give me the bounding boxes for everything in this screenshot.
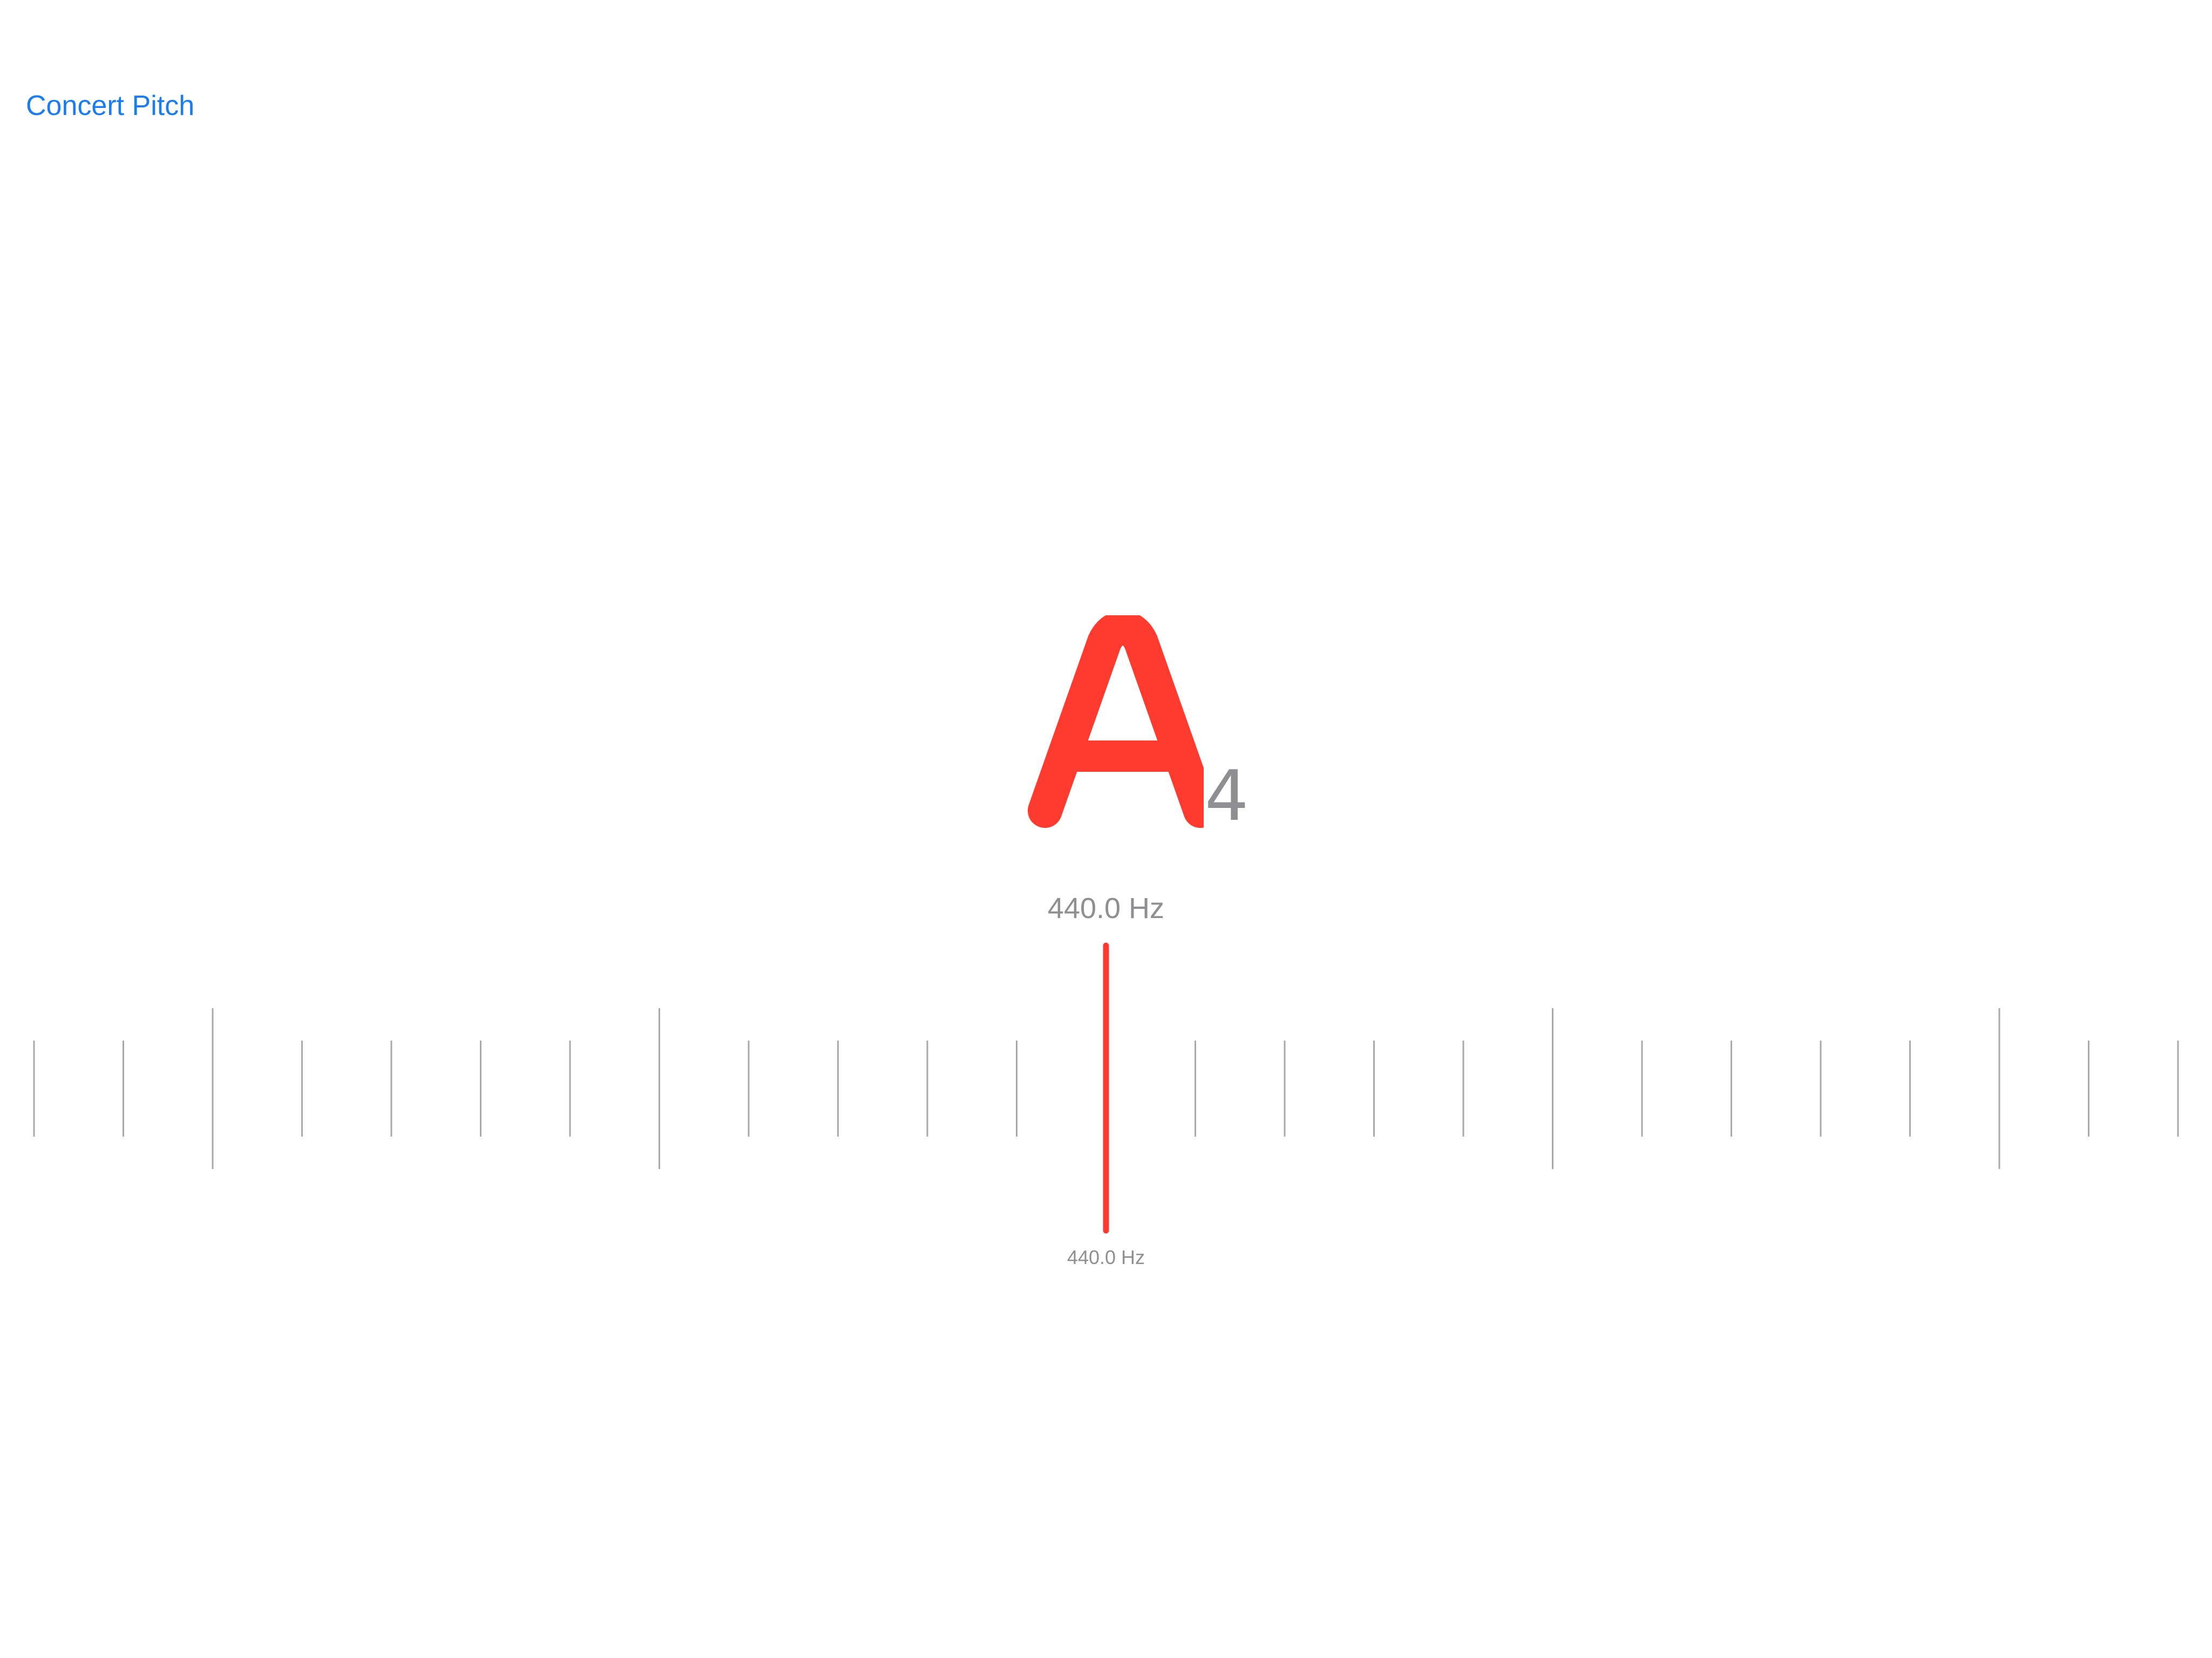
note-display: 4 bbox=[0, 615, 2212, 853]
note-letter bbox=[1020, 615, 1204, 842]
frequency-readout: 440.0 Hz bbox=[1047, 892, 1165, 925]
note-letter-glyph bbox=[1028, 615, 1204, 828]
note-octave: 4 bbox=[1205, 756, 1249, 837]
tuning-meter-scale bbox=[33, 942, 2179, 1234]
tuning-meter bbox=[0, 939, 2212, 1241]
needle-frequency-label: 440.0 Hz bbox=[1067, 1246, 1145, 1268]
concert-pitch-button[interactable]: Concert Pitch bbox=[26, 90, 195, 121]
